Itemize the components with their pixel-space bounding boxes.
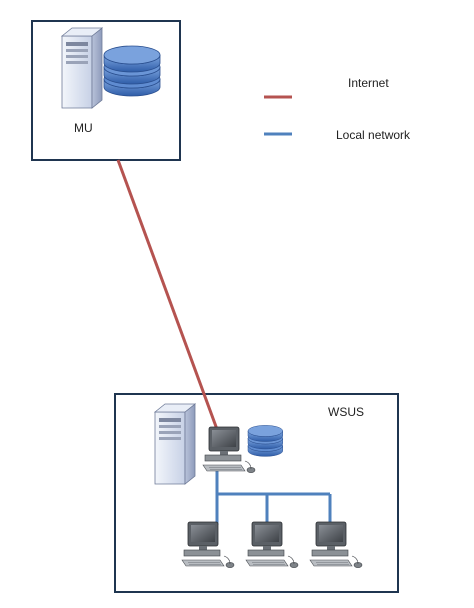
local-network-links <box>215 468 332 525</box>
wsus-database-icon <box>247 425 283 457</box>
wsus-label: WSUS <box>328 405 364 419</box>
mu-database-icon <box>103 45 161 97</box>
internet-link <box>116 159 220 433</box>
legend-internet-label: Internet <box>348 76 389 90</box>
mu-server-icon <box>61 27 103 109</box>
legend-local-network-label: Local network <box>336 128 411 142</box>
wsus-server-icon <box>154 403 196 485</box>
mu-label: MU <box>74 121 93 135</box>
